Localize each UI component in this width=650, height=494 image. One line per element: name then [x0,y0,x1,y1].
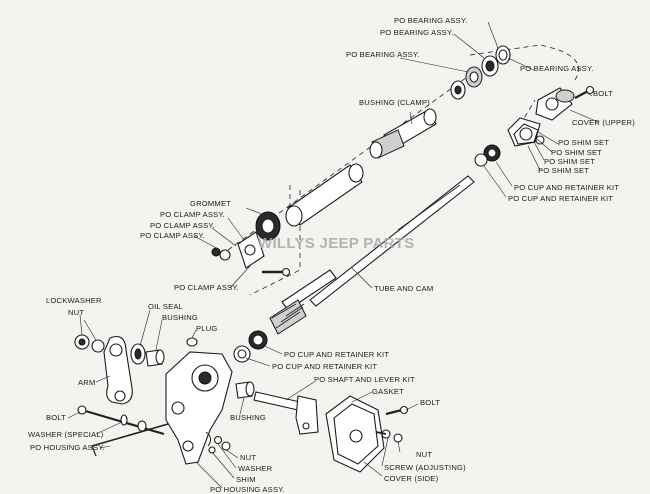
bearing-assembly-mid [465,66,483,88]
label-bearing-1: PO BEARING ASSY. [394,16,468,25]
label-gasket: GASKET [372,387,405,396]
shaft-and-lever [253,391,319,435]
label-screw-adjusting: SCREW (ADJUSTING) [384,463,466,472]
label-cup-mid-2: PO CUP AND RETAINER KIT [272,362,378,371]
steering-shaft [309,175,475,307]
cup-retainer-mid [233,330,268,363]
bolt-right [385,405,409,416]
label-cup-top-2: PO CUP AND RETAINER KIT [508,194,614,203]
label-tube-cam: TUBE AND CAM [374,284,434,293]
centerline-clamp [249,190,301,296]
leader-lines [67,21,599,489]
label-washer-low: WASHER [238,464,273,473]
label-shim-4: PO SHIM SET [538,166,590,175]
label-clamp-4: PO CLAMP ASSY. [174,283,239,292]
label-bushing-low: BUSHING [230,413,266,422]
bolt-top [574,85,595,100]
steering-tube-upper [285,163,364,227]
bearing-assembly-top [481,55,499,77]
label-washer-special: WASHER (SPECIAL) [28,430,104,439]
nut-lockwasher [74,334,105,353]
oil-seal-part [130,343,146,365]
label-shaft-lever: PO SHAFT AND LEVER KIT [314,375,415,384]
label-arm: ARM [78,378,96,387]
label-lockwasher: LOCKWASHER [46,296,102,305]
bearing-assembly-low [450,80,466,100]
label-bushing-left: BUSHING [162,313,198,322]
clamp-assembly [211,231,291,277]
label-nut-right: NUT [416,450,433,459]
steering-arm [103,335,133,405]
tube-and-cam [269,269,337,335]
label-bearing-3: PO BEARING ASSY. [346,50,420,59]
label-cup-top-1: PO CUP AND RETAINER KIT [514,183,620,192]
label-shim-2: PO SHIM SET [551,148,603,157]
bearing-cup-top [495,45,511,65]
plug-part [186,337,198,347]
bushing-part [145,349,165,367]
label-clamp-2: PO CLAMP ASSY. [150,221,215,230]
label-nut-left: NUT [68,308,85,317]
label-bearing-4: PO BEARING ASSY. [520,64,594,73]
label-clamp-3: PO CLAMP ASSY. [140,231,205,240]
watermark: WILLYS JEEP PARTS [258,235,415,252]
cover-upper [535,87,575,121]
shim-set [507,117,545,147]
bolt-long [77,405,165,436]
label-cover-upper: COVER (UPPER) [572,118,635,127]
label-housing-1: PO HOUSING ASSY. [30,443,105,452]
label-bolt-right: BOLT [420,398,441,407]
cup-retainer-top [474,144,501,167]
label-cup-mid-1: PO CUP AND RETAINER KIT [284,350,390,359]
label-shim-low: SHIM [236,475,256,484]
label-nut-low: NUT [240,453,257,462]
label-bolt-left: BOLT [46,413,67,422]
label-shim-3: PO SHIM SET [544,157,596,166]
housing-bolt-long [91,423,169,457]
label-grommet: GROMMET [190,199,232,208]
gear-housing [165,351,233,465]
grommet-part [255,211,281,241]
label-shim-1: PO SHIM SET [558,138,610,147]
label-oil-seal: OIL SEAL [148,302,184,311]
label-bolt-top: BOLT [593,89,614,98]
bushing-clamp-part [369,108,437,159]
label-housing-2: PO HOUSING ASSY. [210,485,285,494]
cover-side [325,395,385,473]
label-plug: PLUG [196,324,218,333]
label-bearing-2: PO BEARING ASSY. [380,28,454,37]
label-bushing-clamp: BUSHING (CLAMP) [359,98,430,107]
label-clamp-1: PO CLAMP ASSY. [160,210,225,219]
label-cover-side: COVER (SIDE) [384,474,439,483]
bushing-lower [235,381,255,399]
